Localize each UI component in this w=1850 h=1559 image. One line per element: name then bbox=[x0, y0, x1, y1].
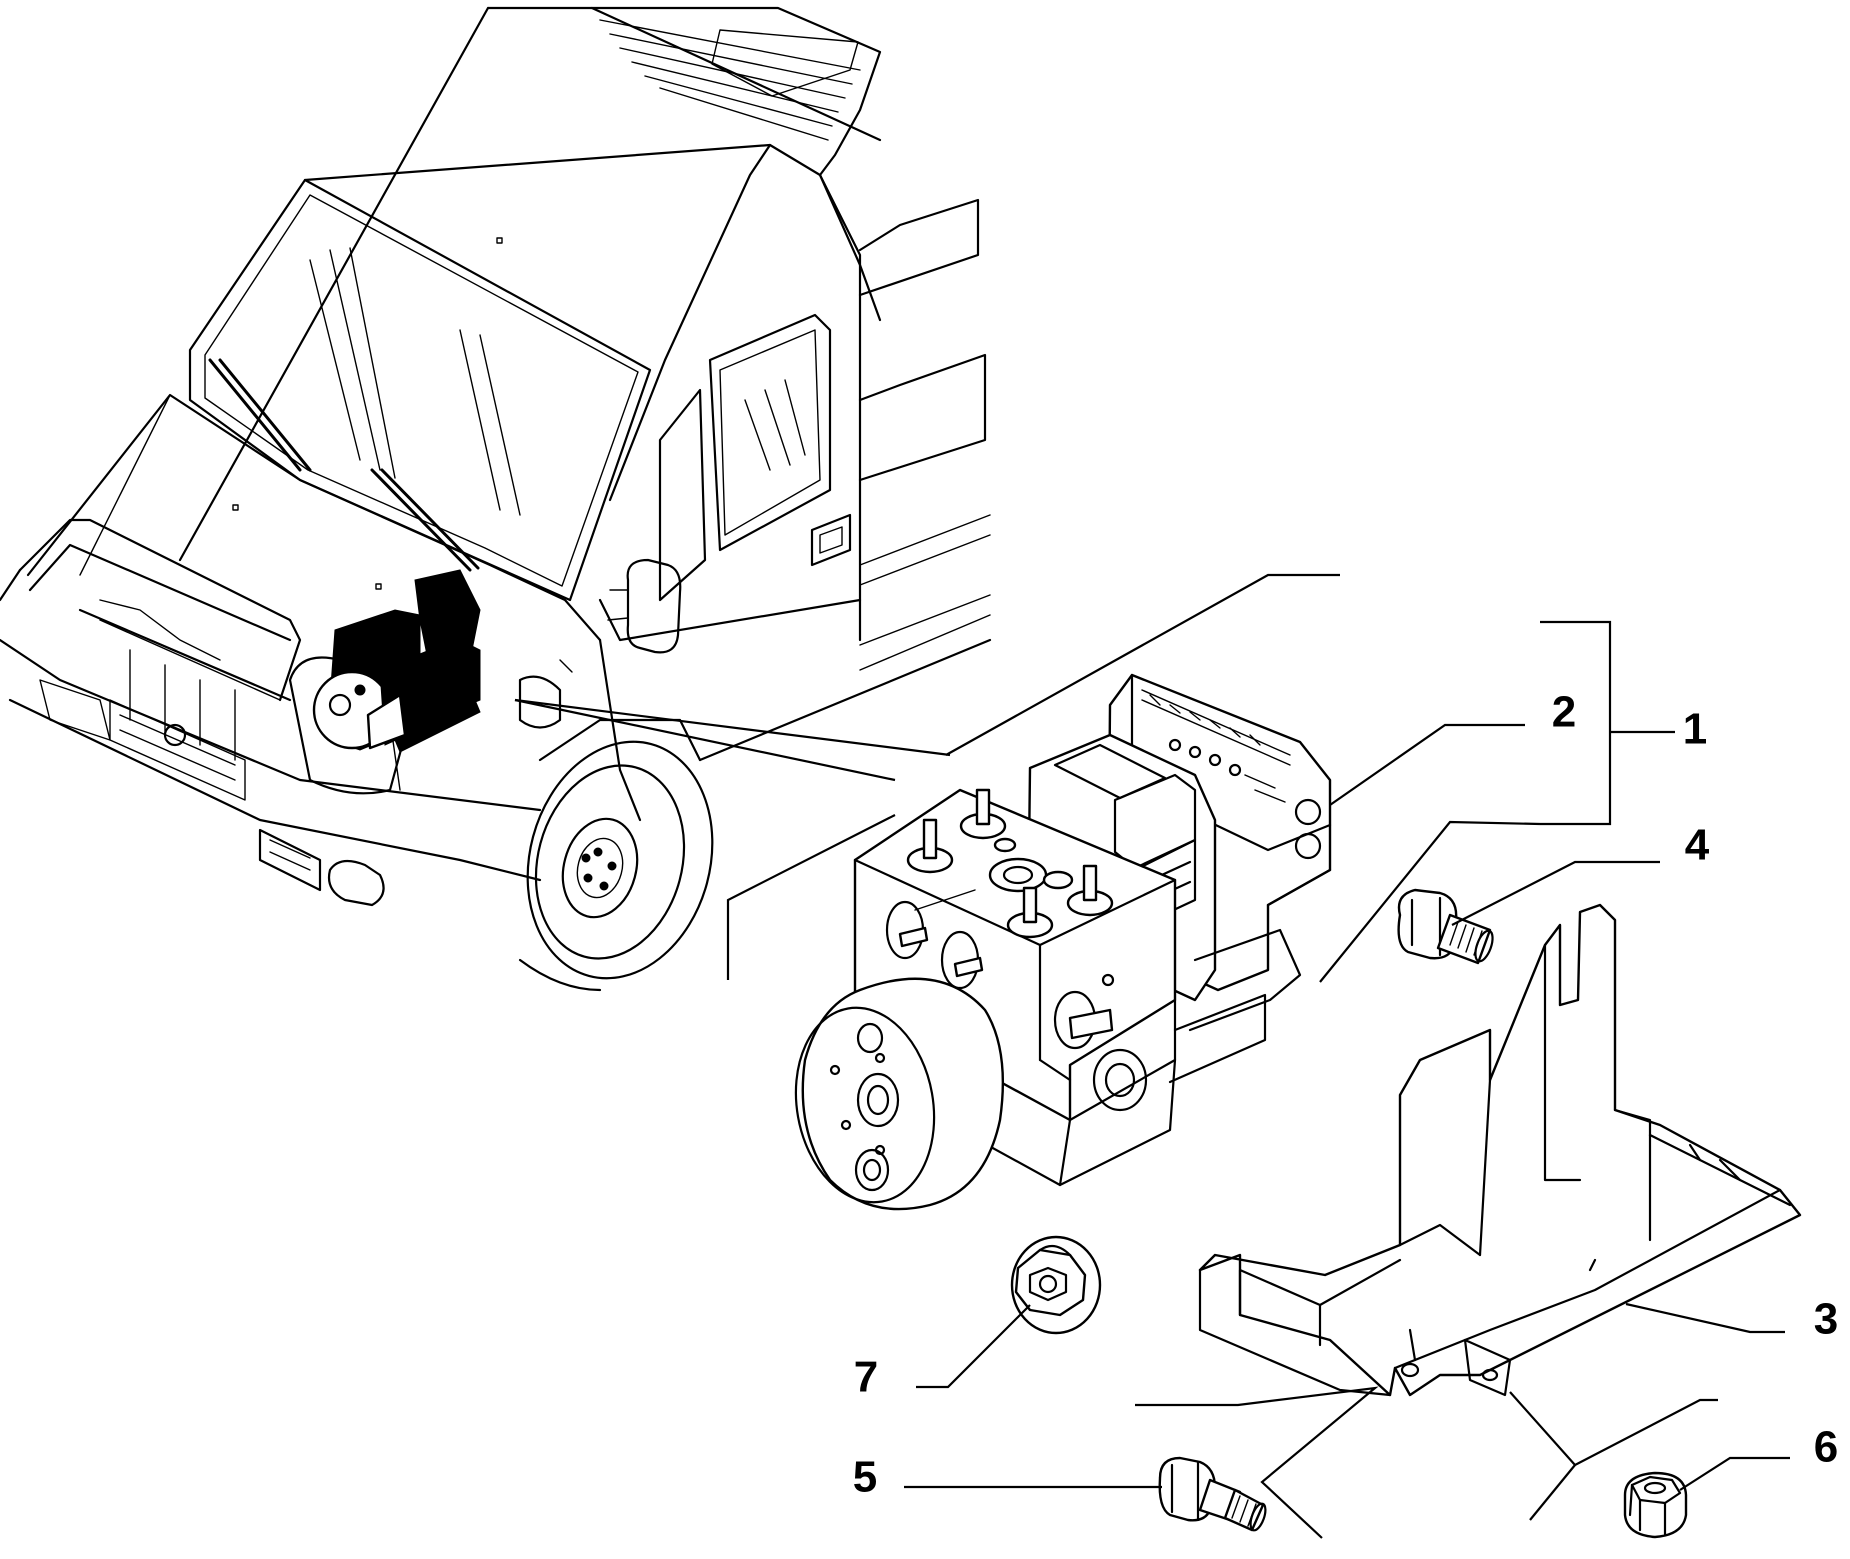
van-illustration bbox=[0, 6, 992, 992]
callout-leaders bbox=[904, 620, 1790, 1539]
abs-location-marker bbox=[312, 569, 481, 753]
bolt-part-5 bbox=[1158, 1456, 1267, 1532]
callout-2: 2 bbox=[1552, 688, 1576, 737]
hydraulic-unit-part bbox=[794, 733, 1302, 1211]
bolt-part-4 bbox=[1397, 888, 1494, 965]
callout-5: 5 bbox=[853, 1453, 877, 1502]
callout-7: 7 bbox=[854, 1353, 878, 1402]
callout-3: 3 bbox=[1814, 1295, 1838, 1344]
nut-part-6 bbox=[1623, 1471, 1688, 1539]
flanged-nut-part-7 bbox=[1010, 1235, 1102, 1335]
callout-6: 6 bbox=[1814, 1423, 1838, 1472]
callout-labels: 1 2 3 4 5 6 7 bbox=[853, 688, 1838, 1502]
leader-lines-van bbox=[514, 573, 1340, 980]
valve-stems bbox=[906, 788, 1114, 939]
mounting-bracket-part bbox=[1198, 903, 1802, 1397]
callout-1: 1 bbox=[1683, 705, 1707, 754]
callout-4: 4 bbox=[1685, 821, 1710, 870]
